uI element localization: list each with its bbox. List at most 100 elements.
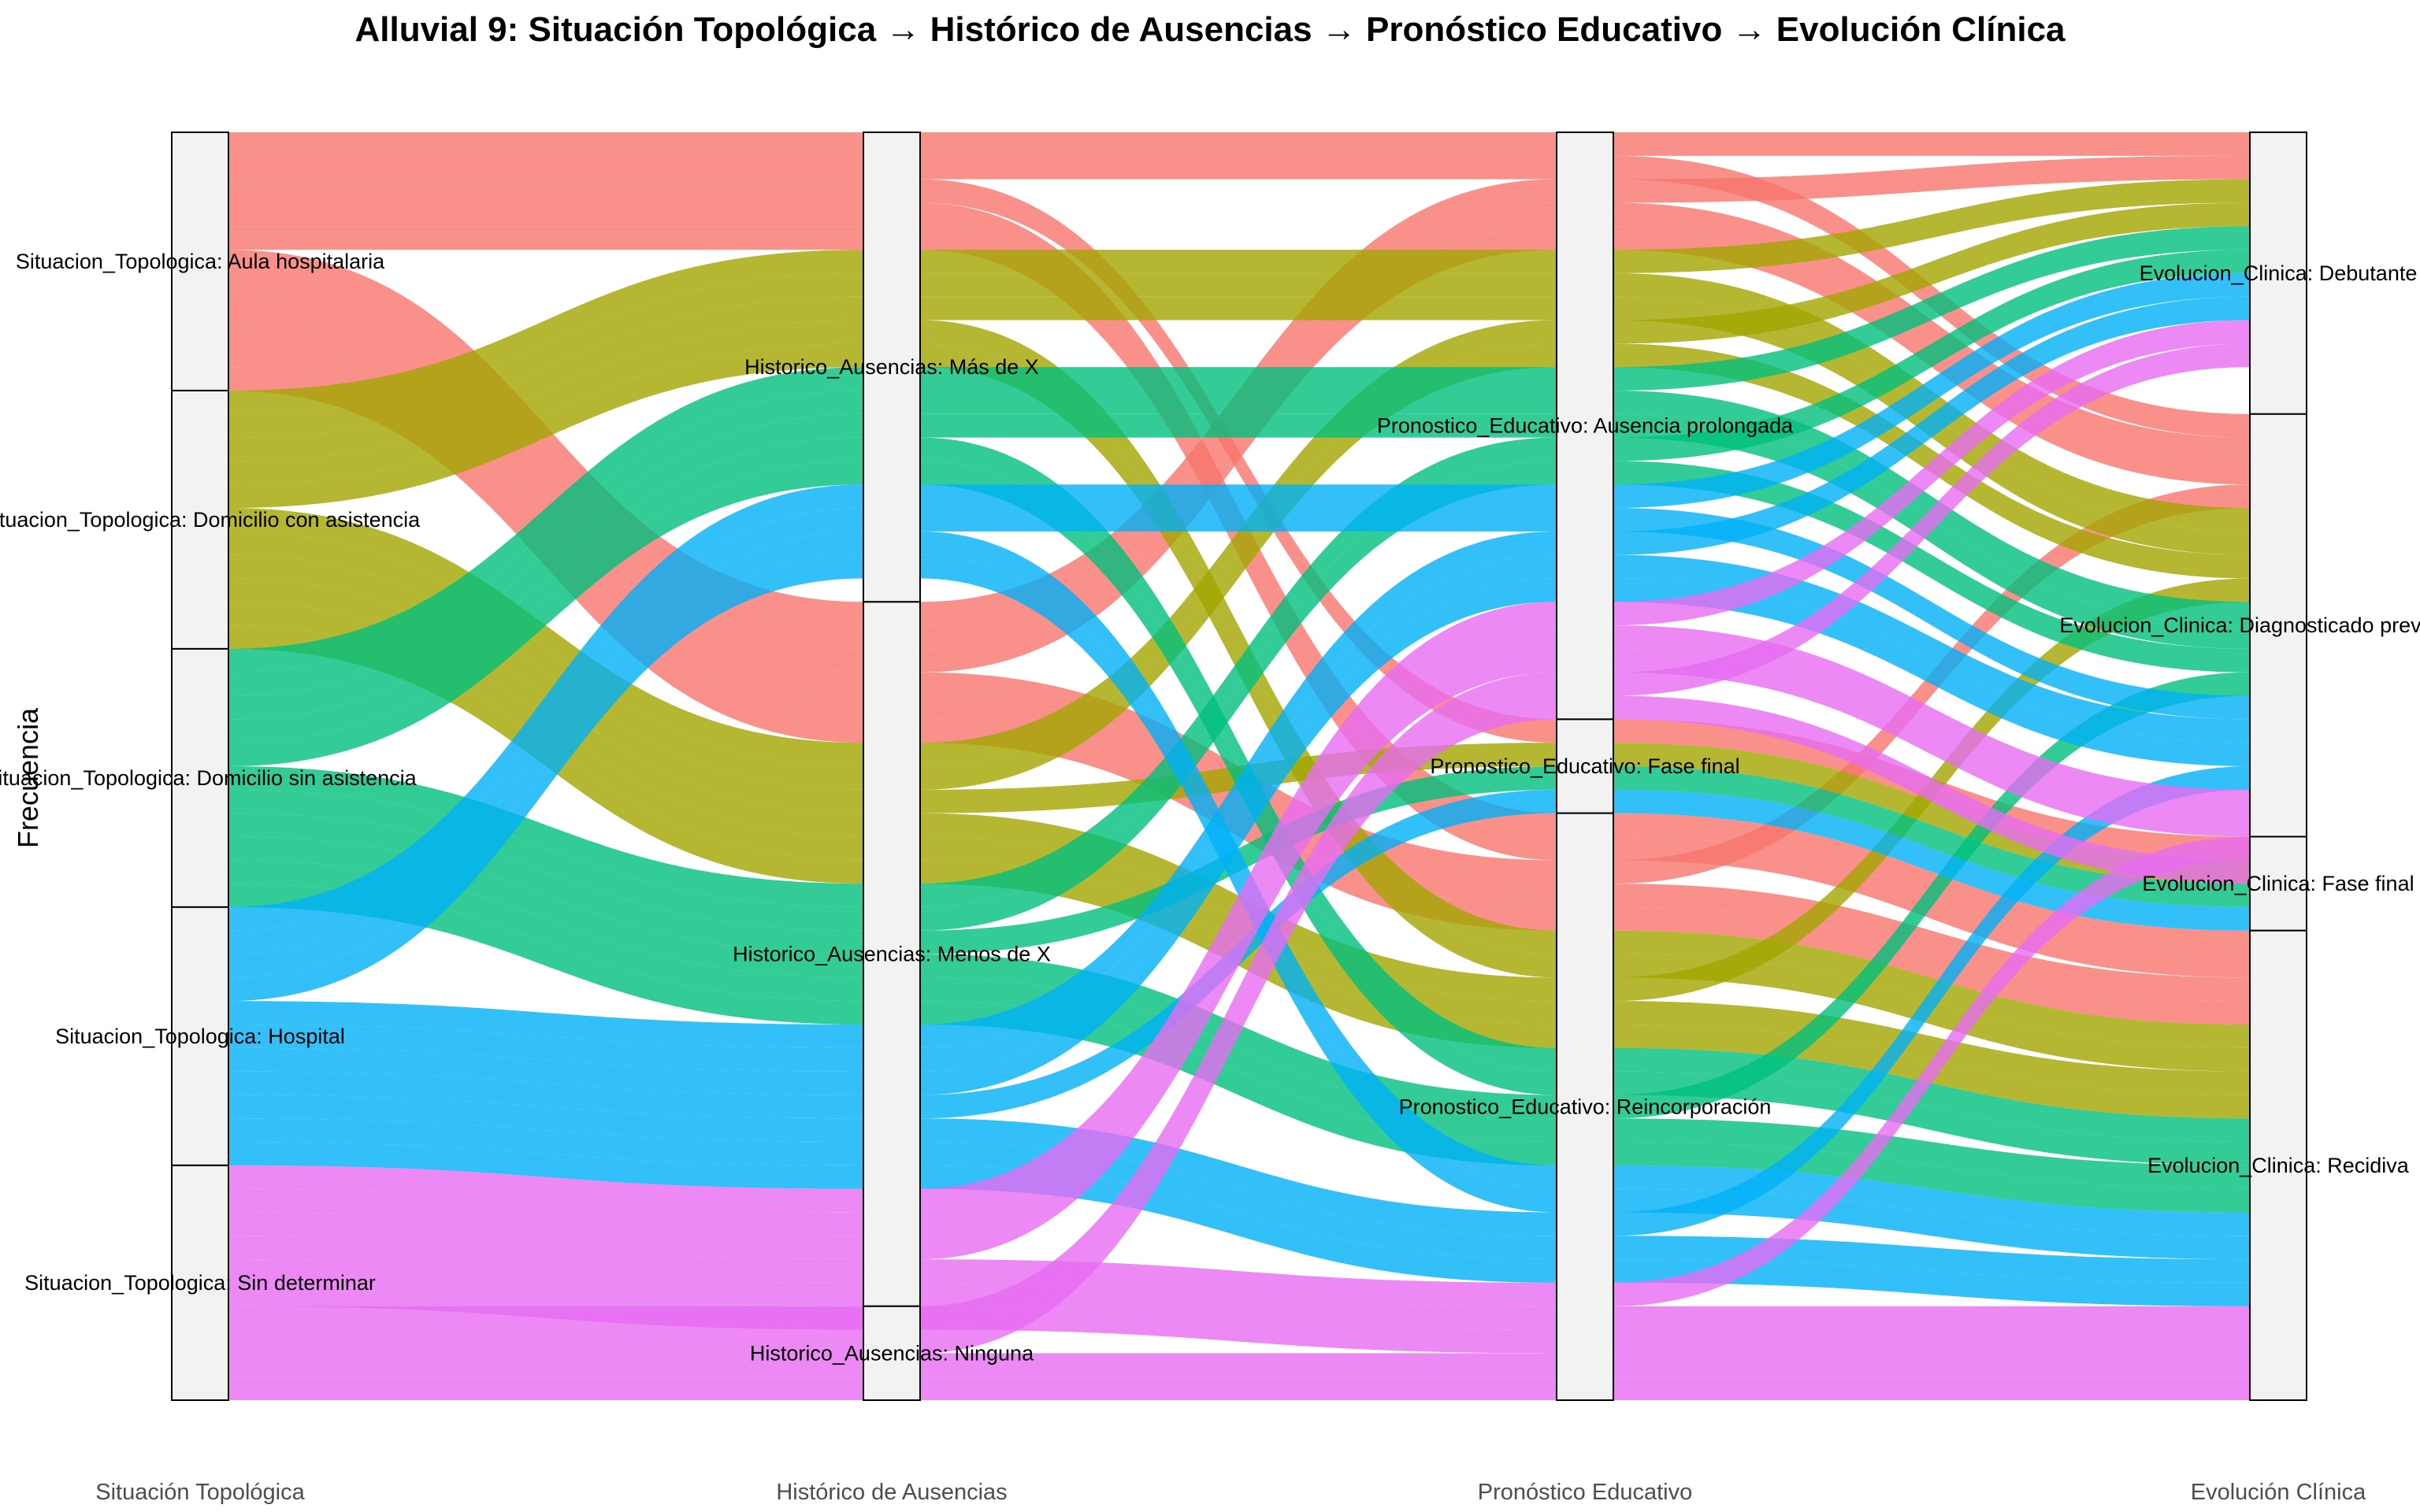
nodes-layer (171, 132, 2307, 1402)
stratum-box-historico-ausencias-mas-de-x (863, 132, 921, 603)
flow-aula-hospitalaria-8-2 (1613, 484, 2250, 884)
flow-sin-determinar-44-1 (920, 602, 1557, 1213)
flow-aula-hospitalaria-2-1 (920, 179, 1557, 743)
flow-domicilio-sin-asistencia-24-0 (228, 413, 863, 720)
stratum-label-pronostico-educativo-fase-final: Pronostico_Educativo: Fase final (1430, 754, 1739, 778)
stratum-label-situacion-topologica-hospital: Situacion_Topologica: Hospital (55, 1025, 345, 1048)
flow-domicilio-sin-asistencia-25-1 (920, 437, 1557, 1072)
stratum-box-situacion-topologica-sin-determinar (171, 1164, 229, 1401)
flow-sin-determinar-46-1 (920, 648, 1557, 1260)
flow-aula-hospitalaria-0-0 (228, 132, 863, 156)
flow-domicilio-con-asistencia-17-2 (1613, 343, 2250, 579)
flow-hospital-38-2 (1613, 554, 2250, 743)
stratum-label-evolucion-clinica-diagnosticado-previamente: Evolucion_Clinica: Diagnosticado previam… (2059, 613, 2420, 637)
flow-domicilio-con-asistencia-11-1 (920, 250, 1557, 273)
stratum-label-historico-ausencias-mas-de-x: Historico_Ausencias: Más de X (744, 355, 1039, 379)
flows-layer (228, 132, 2250, 1400)
flow-hospital-38-1 (920, 554, 1557, 1072)
flow-domicilio-con-asistencia-12-0 (228, 272, 863, 438)
flow-hospital-36-2 (1613, 1188, 2250, 1260)
flow-domicilio-con-asistencia-17-0 (228, 531, 863, 790)
flow-sin-determinar-46-0 (228, 1212, 863, 1260)
flow-aula-hospitalaria-5-2 (1613, 155, 2250, 203)
flow-domicilio-sin-asistencia-23-2 (1613, 390, 2250, 626)
x-axis-tick-evolucion-clinica: Evolución Clínica (2191, 1480, 2366, 1505)
node-labels-layer: Situacion_Topologica: Aula hospitalariaS… (0, 250, 2420, 1365)
flow-sin-determinar-50-2 (1613, 343, 2250, 696)
flow-sin-determinar-48-2 (1613, 1306, 2250, 1330)
flow-sin-determinar-51-1 (920, 695, 1557, 1354)
stratum-box-situacion-topologica-hospital (171, 906, 229, 1166)
flow-sin-determinar-48-0 (228, 1259, 863, 1306)
flow-hospital-39-1 (920, 578, 1557, 1095)
flow-hospital-37-2 (1613, 296, 2250, 555)
flow-hospital-36-0 (228, 554, 863, 1002)
stratum-label-situacion-topologica-domicilio-sin-asistencia: Situacion_Topologica: Domicilio sin asis… (0, 766, 418, 790)
stratum-box-evolucion-clinica-fase-final (2249, 836, 2307, 932)
flow-aula-hospitalaria-0-1 (920, 132, 1557, 156)
flow-sin-determinar-49-1 (920, 1306, 1557, 1354)
flow-domicilio-sin-asistencia-31-2 (1613, 1118, 2250, 1189)
flow-hospital-37-0 (228, 1001, 863, 1048)
flow-domicilio-sin-asistencia-26-0 (228, 461, 863, 766)
flow-aula-hospitalaria-0-2 (1613, 132, 2250, 156)
stratum-label-situacion-topologica-aula-hospitalaria: Situacion_Topologica: Aula hospitalaria (16, 250, 385, 273)
stratum-label-evolucion-clinica-debutante: Evolucion_Clinica: Debutante (2140, 261, 2418, 285)
flow-hospital-34-1 (920, 508, 1557, 532)
flow-sin-determinar-51-2 (1613, 695, 2250, 884)
flow-hospital-35-0 (228, 531, 863, 978)
x-axis-tick-pronostico-educativo: Pronóstico Educativo (1478, 1480, 1692, 1505)
stratum-label-evolucion-clinica-recidiva: Evolucion_Clinica: Recidiva (2147, 1154, 2410, 1177)
flow-aula-hospitalaria-1-1 (920, 155, 1557, 180)
flow-sin-determinar-44-0 (228, 1165, 863, 1213)
flow-sin-determinar-53-2 (1613, 1377, 2250, 1400)
flow-domicilio-con-asistencia-14-0 (228, 320, 863, 485)
flow-domicilio-con-asistencia-12-1 (920, 272, 1557, 297)
flow-sin-determinar-53-1 (920, 1377, 1557, 1400)
flow-sin-determinar-52-1 (920, 1353, 1557, 1377)
flow-domicilio-sin-asistencia-22-1 (920, 367, 1557, 391)
stratum-box-evolucion-clinica-recidiva (2249, 929, 2307, 1402)
y-axis-title: Frecuencia (12, 707, 44, 848)
flow-domicilio-sin-asistencia-23-0 (228, 390, 863, 696)
flow-domicilio-con-asistencia-17-1 (920, 343, 1557, 790)
flow-hospital-43-2 (1613, 1259, 2250, 1306)
flow-domicilio-sin-asistencia-30-2 (1613, 672, 2250, 1119)
flow-aula-hospitalaria-9-2 (1613, 884, 2250, 1002)
flow-hospital-42-0 (228, 1118, 863, 1166)
flow-hospital-41-2 (1613, 766, 2250, 1236)
stratum-label-historico-ausencias-ninguna: Historico_Ausencias: Ninguna (750, 1341, 1034, 1365)
flow-sin-determinar-46-2 (1613, 648, 2250, 837)
stratum-label-situacion-topologica-domicilio-con-asistencia: Situacion_Topologica: Domicilio con asis… (0, 508, 421, 532)
stratum-box-pronostico-educativo-fase-final (1556, 718, 1614, 814)
flow-hospital-33-1 (920, 484, 1557, 509)
stratum-box-pronostico-educativo-reincorporacion (1556, 812, 1614, 1401)
flow-domicilio-con-asistencia-16-0 (228, 508, 863, 766)
flow-domicilio-sin-asistencia-27-2 (1613, 250, 2250, 461)
flow-aula-hospitalaria-4-0 (228, 226, 863, 250)
flow-sin-determinar-48-1 (920, 1282, 1557, 1330)
flow-domicilio-sin-asistencia-31-1 (920, 977, 1557, 1143)
flow-hospital-38-0 (228, 1024, 863, 1072)
flow-sin-determinar-47-0 (228, 1236, 863, 1283)
flow-domicilio-sin-asistencia-29-2 (1613, 766, 2250, 907)
flow-hospital-36-1 (920, 554, 1557, 1213)
flow-aula-hospitalaria-4-2 (1613, 836, 2250, 978)
flow-sin-determinar-49-2 (1613, 1329, 2250, 1354)
stratum-box-historico-ausencias-ninguna (863, 1305, 921, 1401)
flow-hospital-39-2 (1613, 578, 2250, 766)
flow-domicilio-sin-asistencia-28-2 (1613, 461, 2250, 673)
flow-domicilio-con-asistencia-15-2 (1613, 954, 2250, 1072)
flow-hospital-34-0 (228, 508, 863, 954)
flow-domicilio-con-asistencia-11-2 (1613, 179, 2250, 273)
stratum-label-pronostico-educativo-ausencia-prolongada: Pronostico_Educativo: Ausencia prolongad… (1377, 414, 1794, 438)
flow-domicilio-con-asistencia-14-1 (920, 320, 1557, 954)
stratum-box-evolucion-clinica-diagnosticado-previamente (2249, 413, 2307, 838)
flow-domicilio-sin-asistencia-22-2 (1613, 226, 2250, 391)
flow-domicilio-con-asistencia-13-1 (920, 296, 1557, 321)
flow-sin-determinar-47-2 (1613, 836, 2250, 1306)
flow-aula-hospitalaria-2-0 (228, 179, 863, 203)
flow-hospital-33-2 (1613, 272, 2250, 509)
flow-hospital-37-1 (920, 531, 1557, 1048)
